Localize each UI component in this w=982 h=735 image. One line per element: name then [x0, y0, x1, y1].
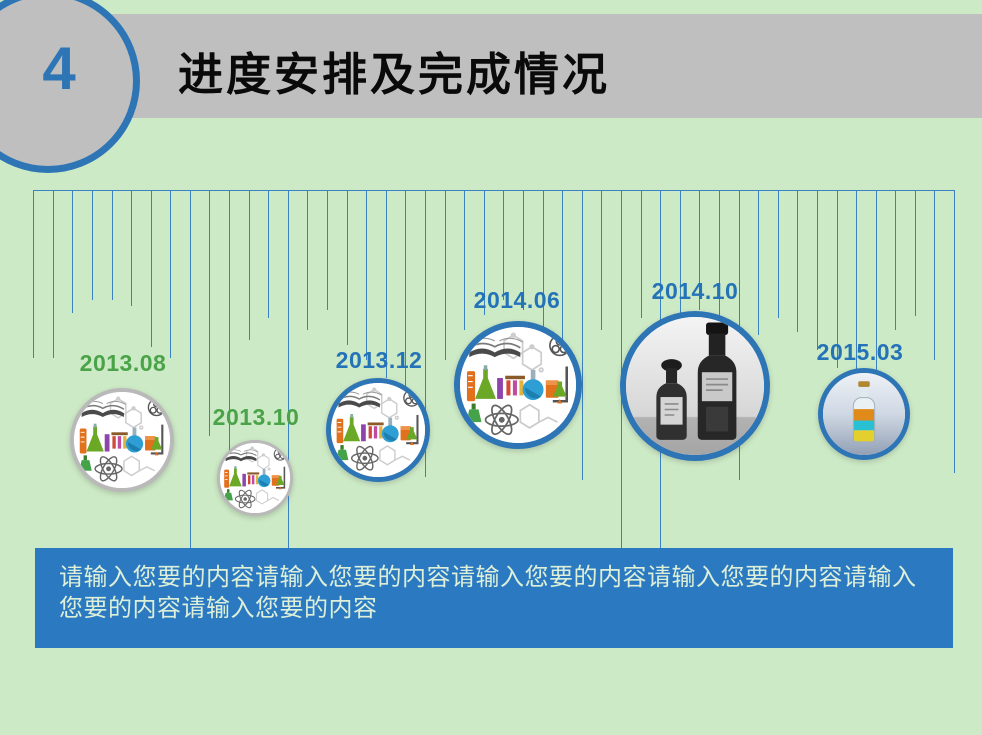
timeline-gridline: [386, 190, 387, 378]
timeline-gridline: [719, 190, 720, 322]
timeline-gridline: [288, 190, 289, 548]
timeline-gridline: [895, 190, 896, 330]
timeline-gridline: [680, 190, 681, 330]
chemistry-clipart-icon: [70, 388, 174, 492]
timeline-gridline: [209, 190, 210, 436]
timeline-gridline: [503, 190, 504, 300]
timeline-gridline: [758, 190, 759, 335]
timeline-gridline: [562, 190, 563, 352]
event-date-label: 2013.10: [212, 404, 300, 430]
timeline-gridline: [817, 190, 818, 350]
timeline-gridline: [190, 190, 191, 548]
header-band: [0, 14, 982, 118]
timeline-gridline: [445, 190, 446, 360]
timeline-gridline: [249, 190, 250, 340]
timeline-gridline: [131, 190, 132, 306]
timeline-gridline: [797, 190, 798, 332]
chemistry-clipart-icon: [454, 321, 582, 449]
timeline-gridline: [837, 190, 838, 368]
event-date-label: 2014.06: [473, 287, 561, 313]
timeline-gridline: [405, 190, 406, 412]
timeline-gridline: [464, 190, 465, 330]
timeline-gridline: [699, 190, 700, 310]
timeline-gridline: [33, 190, 34, 358]
timeline-gridline: [229, 190, 230, 462]
timeline-gridline: [327, 190, 328, 310]
timeline-gridline: [543, 190, 544, 330]
timeline-gridline: [934, 190, 935, 360]
event-date-label: 2013.08: [79, 350, 167, 376]
timeline-gridline: [92, 190, 93, 300]
timeline-gridline: [778, 190, 779, 318]
timeline-gridline: [72, 190, 73, 313]
timeline-gridline: [856, 190, 857, 390]
timeline-gridline: [582, 190, 583, 480]
timeline-gridline: [53, 190, 54, 358]
timeline-gridline: [366, 190, 367, 360]
timeline-gridline: [347, 190, 348, 345]
timeline-gridline: [601, 190, 602, 330]
page-title: 进度安排及完成情况: [178, 49, 611, 100]
event-date-label: 2013.12: [335, 347, 423, 373]
timeline-gridline: [151, 190, 152, 347]
antique-bottles-photo: [620, 311, 770, 461]
timeline-gridline: [876, 190, 877, 412]
timeline-gridline: [307, 190, 308, 330]
slide-number: 4: [42, 35, 76, 102]
timeline-gridline: [112, 190, 113, 300]
event-date-label: 2015.03: [816, 339, 904, 365]
timeline-gridline: [425, 190, 426, 477]
timeline-axis: [33, 190, 954, 191]
timeline-gridline: [523, 190, 524, 310]
event-date-label: 2014.10: [651, 278, 739, 304]
timeline-gridline: [268, 190, 269, 318]
timeline-gridline: [170, 190, 171, 358]
chemistry-clipart-icon: [326, 378, 430, 482]
content-placeholder-text: 请输入您要的内容请输入您要的内容请输入您要的内容请输入您要的内容请输入您要的内容…: [59, 564, 917, 622]
chemistry-clipart-icon: [217, 440, 293, 516]
header-circle: [0, 0, 140, 173]
timeline-gridline: [641, 190, 642, 318]
content-placeholder-box: 请输入您要的内容请输入您要的内容请输入您要的内容请输入您要的内容请输入您要的内容…: [35, 548, 953, 648]
timeline-gridline: [484, 190, 485, 315]
layered-liquid-bottle-photo: [818, 368, 910, 460]
timeline-gridline: [915, 190, 916, 316]
timeline-gridline: [954, 190, 955, 473]
